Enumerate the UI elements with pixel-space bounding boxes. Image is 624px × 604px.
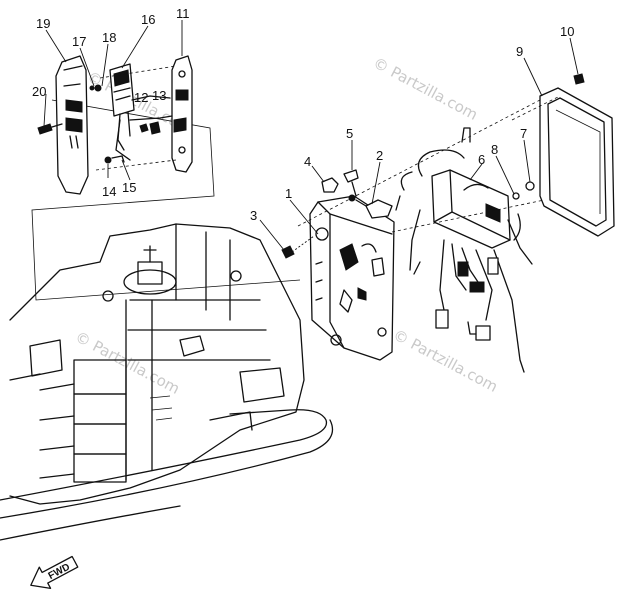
callout-2: 2: [376, 148, 383, 163]
part-12-13-wire-assembly: [115, 95, 173, 161]
small-fasteners: [37, 84, 149, 164]
part-1-bracket-plate: [309, 195, 395, 361]
callout-20: 20: [32, 84, 46, 99]
part-7-screw: [525, 181, 535, 191]
callout-10: 10: [560, 24, 574, 39]
callout-labels: 1 2 3 4 5 6 7 8 9 10 11 12 13 14 15 16 1…: [32, 6, 574, 223]
part-6-cdi-unit: [395, 127, 533, 373]
leader-lines: [43, 20, 579, 251]
part-3-bolt: [281, 235, 315, 259]
watermark-2: © Partzilla.com: [72, 328, 183, 398]
callout-16: 16: [141, 12, 155, 27]
part-4-nut: [321, 177, 339, 193]
part-11-bracket-plate: [171, 55, 193, 173]
callout-3: 3: [250, 208, 257, 223]
callout-8: 8: [491, 142, 498, 157]
callout-6: 6: [478, 152, 485, 167]
part-9-cover: [539, 87, 615, 237]
callout-7: 7: [520, 126, 527, 141]
callout-9: 9: [516, 44, 523, 59]
fwd-label: FWD: [47, 562, 72, 582]
part-2-clamp: [348, 194, 393, 219]
callout-14: 14: [102, 184, 116, 199]
fwd-direction-arrow: FWD: [30, 555, 79, 590]
callout-19: 19: [36, 16, 50, 31]
part-19-cover: [55, 55, 89, 195]
part-5-bolt: [343, 169, 359, 197]
watermark-1: © Partzilla.com: [370, 54, 481, 124]
part-8-washer: [512, 192, 520, 200]
part-16-coil-bracket: [109, 63, 135, 151]
part-10-screw: [573, 73, 585, 85]
callout-18: 18: [102, 30, 116, 45]
callout-12: 12: [134, 90, 148, 105]
callout-5: 5: [346, 126, 353, 141]
callout-1: 1: [285, 186, 292, 201]
callout-11: 11: [176, 6, 190, 21]
callout-13: 13: [152, 88, 166, 103]
callout-15: 15: [122, 180, 136, 195]
engine-block: [0, 223, 334, 541]
callout-17: 17: [72, 34, 86, 49]
callout-4: 4: [304, 154, 311, 169]
assembly-lines: [95, 65, 561, 233]
